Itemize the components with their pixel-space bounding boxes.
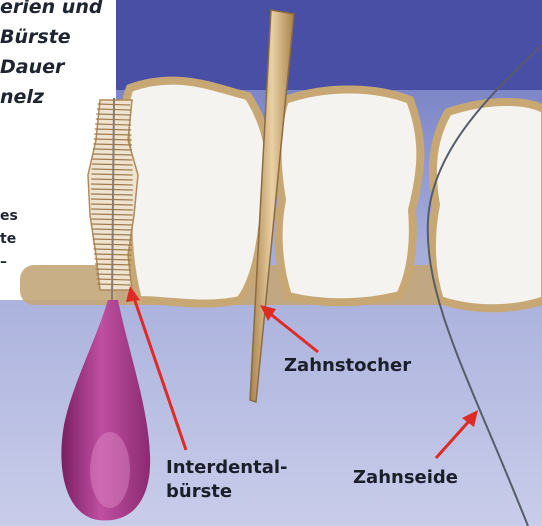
label-brush-line: bürste — [166, 480, 288, 504]
brush-handle-highlight — [90, 432, 130, 508]
intro-text: erien und Bürste Dauer nelz — [0, 0, 102, 112]
label-floss: Zahnseide — [353, 466, 458, 490]
tooth — [432, 102, 542, 308]
intro-line: Dauer — [0, 52, 102, 82]
side-line: te — [0, 228, 18, 251]
side-text: es te – — [0, 205, 18, 274]
label-toothpick: Zahnstocher — [284, 354, 411, 378]
tooth — [125, 81, 270, 304]
intro-line: nelz — [0, 82, 102, 112]
tooth — [277, 89, 420, 302]
label-brush-line: Interdental- — [166, 456, 288, 480]
intro-line: Bürste — [0, 22, 102, 52]
label-interdental-brush: Interdental- bürste — [166, 456, 288, 504]
side-line: – — [0, 251, 18, 274]
side-line: es — [0, 205, 18, 228]
intro-line: erien und — [0, 0, 102, 22]
